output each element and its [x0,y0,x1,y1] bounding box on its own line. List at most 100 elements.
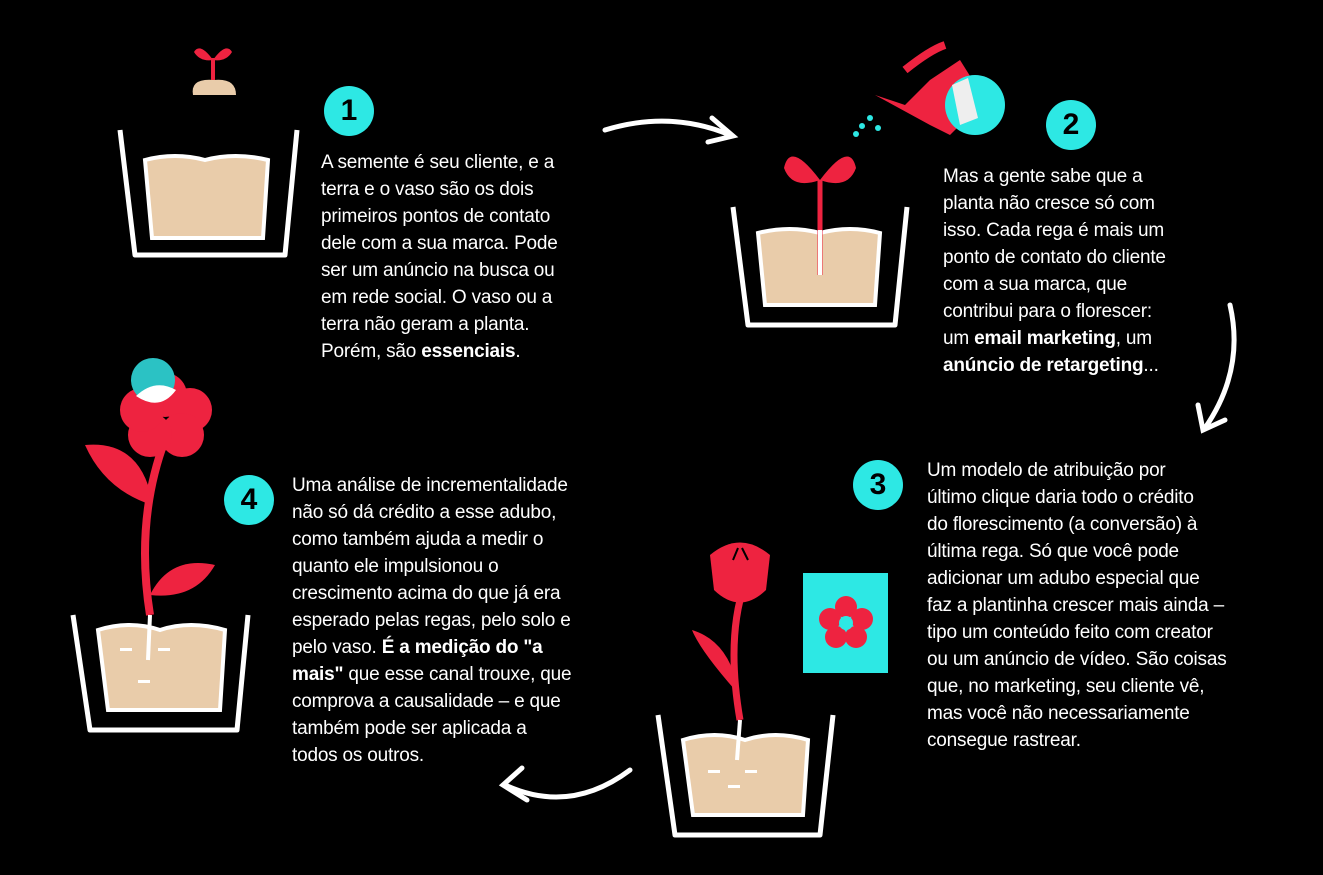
text-line: último clique daria todo o crédito [927,484,1227,511]
text-line: em rede social. O vaso ou a [321,284,558,311]
text-segment: . [515,341,521,362]
text-segment: ou um anúncio de vídeo. São coisas [927,649,1227,670]
text-segment: que esse canal trouxe, que [343,664,572,685]
pot-3-icon [655,542,836,838]
text-line: mais" que esse canal trouxe, que [292,661,572,688]
text-line: A semente é seu cliente, e a [321,149,558,176]
text-segment: comprova a causalidade – e que [292,691,561,712]
text-segment: primeiros pontos de contato [321,206,551,227]
text-segment: Um modelo de atribuição por [927,460,1166,481]
text-line: como também ajuda a medir o [292,526,571,553]
step-2-text: Mas a gente sabe que a planta não cresce … [943,163,1166,379]
step-1-badge: 1 [324,86,374,136]
text-line: com a sua marca, que [943,271,1166,298]
text-segment: Mas a gente sabe que a [943,166,1143,187]
text-line: isso. Cada rega é mais um [943,217,1166,244]
text-segment: quanto ele impulsionou o [292,556,499,577]
text-line: ou um anúncio de vídeo. São coisas [927,646,1227,673]
text-segment: em rede social. O vaso ou a [321,287,553,308]
pot-2-icon [730,156,910,328]
text-line: Uma análise de incrementalidade [292,472,571,499]
text-segment: isso. Cada rega é mais um [943,220,1164,241]
text-segment: consegue rastrear. [927,730,1081,751]
text-segment: ponto de contato do cliente [943,247,1166,268]
text-segment: todos os outros. [292,745,424,766]
text-line: crescimento acima do que já era [292,580,571,607]
text-line: primeiros pontos de contato [321,203,558,230]
pot-1-icon [117,129,300,258]
text-segment: última rega. Só que você pode [927,541,1179,562]
bold-segment: É a medição do "a [381,637,543,658]
bold-segment: anúncio de retargeting [943,355,1144,376]
text-line: consegue rastrear. [927,727,1227,754]
bold-segment: essenciais [421,341,516,362]
step-2-badge: 2 [1046,100,1096,150]
text-line: tipo um conteúdo feito com creator [927,619,1227,646]
text-line: comprova a causalidade – e que [292,688,571,715]
text-line: Um modelo de atribuição por [927,457,1227,484]
text-segment: mas você não necessariamente [927,703,1190,724]
text-segment: esperado pelas regas, pelo solo e [292,610,571,631]
text-segment: ... [1143,355,1159,376]
text-line: que, no marketing, seu cliente vê, [927,673,1227,700]
text-line: ponto de contato do cliente [943,244,1166,271]
text-segment: com a sua marca, que [943,274,1127,295]
step-3-text: Um modelo de atribuição por último clique… [927,457,1227,754]
step-1-text: A semente é seu cliente, e a terra e o va… [321,149,558,365]
arrow-3-to-4 [502,767,633,800]
text-line: do florescimento (a conversão) à [927,511,1227,538]
arrow-1-to-2 [602,118,733,138]
step-3-badge: 3 [853,460,903,510]
text-segment: adicionar um adubo especial que [927,568,1200,589]
text-segment: que, no marketing, seu cliente vê, [927,676,1205,697]
pot-4-icon [70,358,251,733]
text-segment: planta não cresce só com [943,193,1155,214]
text-line: quanto ele impulsionou o [292,553,571,580]
text-line: terra e o vaso são os dois [321,176,558,203]
text-segment: não só dá crédito a esse adubo, [292,502,557,523]
text-segment: último clique daria todo o crédito [927,487,1194,508]
text-line: um email marketing, um [943,325,1166,352]
step-4-badge: 4 [224,475,274,525]
text-segment: , um [1115,328,1152,349]
text-line: esperado pelas regas, pelo solo e [292,607,571,634]
text-segment: tipo um conteúdo feito com creator [927,622,1213,643]
text-segment: terra não geram a planta. [321,314,530,335]
text-line: terra não geram a planta. [321,311,558,338]
text-line: Porém, são essenciais. [321,338,558,365]
text-segment: como também ajuda a medir o [292,529,544,550]
text-segment: faz a plantinha crescer mais ainda – [927,595,1224,616]
text-segment: um [943,328,975,349]
text-segment: dele com a sua marca. Pode [321,233,558,254]
text-segment: também pode ser aplicada a [292,718,527,739]
text-line: não só dá crédito a esse adubo, [292,499,571,526]
text-line: última rega. Só que você pode [927,538,1227,565]
bold-segment: email marketing [974,328,1116,349]
text-line: contribui para o florescer: [943,298,1166,325]
text-line: adicionar um adubo especial que [927,565,1227,592]
text-line: Mas a gente sabe que a [943,163,1166,190]
text-segment: Uma análise de incrementalidade [292,475,568,496]
text-segment: Porém, são [321,341,422,362]
text-segment: do florescimento (a conversão) à [927,514,1198,535]
step-4-text: Uma análise de incrementalidade não só dá… [292,472,572,769]
seed-sprout-icon [192,48,236,95]
fertilizer-pack-icon [803,573,888,673]
text-line: ser um anúncio na busca ou [321,257,558,284]
arrow-2-to-3 [1202,302,1237,431]
text-line: todos os outros. [292,742,571,769]
text-line: faz a plantinha crescer mais ainda – [927,592,1227,619]
text-segment: ser um anúncio na busca ou [321,260,555,281]
watering-can-icon [853,41,1005,137]
text-segment: terra e o vaso são os dois [321,179,534,200]
text-line: mas você não necessariamente [927,700,1227,727]
text-line: planta não cresce só com [943,190,1166,217]
text-segment: crescimento acima do que já era [292,583,561,604]
text-segment: contribui para o florescer: [943,301,1152,322]
text-line: pelo vaso. É a medição do "a [292,634,571,661]
text-segment: pelo vaso. [292,637,382,658]
text-line: dele com a sua marca. Pode [321,230,558,257]
text-line: anúncio de retargeting... [943,352,1166,379]
